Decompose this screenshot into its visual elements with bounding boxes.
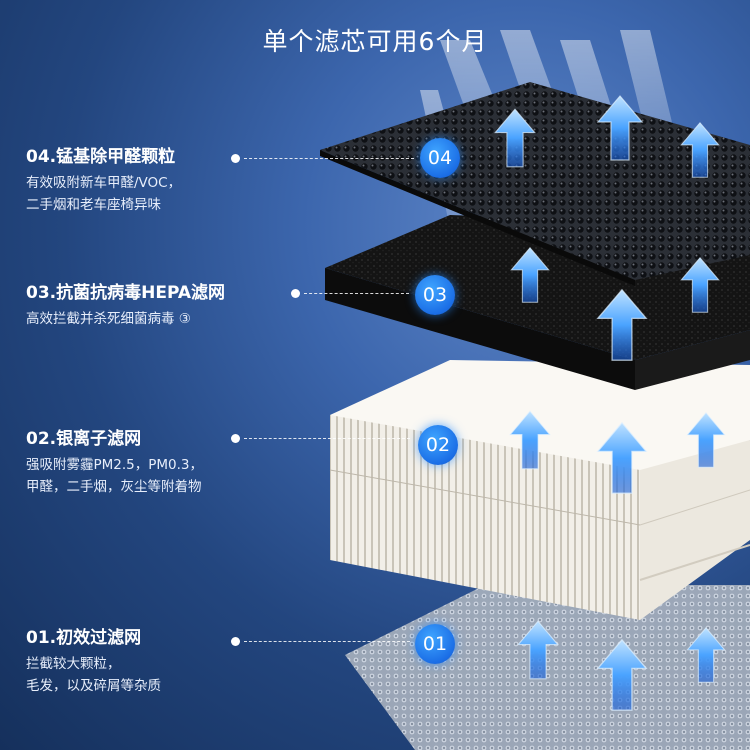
layer-01-info: 01.初效过滤网 拦截较大颗粒， 毛发，以及碎屑等杂质 [26,627,161,697]
layer-04-pellets [320,82,750,286]
layer-03-heading: 03.抗菌抗病毒HEPA滤网 [26,283,226,303]
layer-02-connector [244,438,410,439]
layer-04-dot [231,154,240,163]
layer-02-pleated-block [329,360,750,620]
layer-04-info: 04.锰基除甲醛颗粒 有效吸附新车甲醛/VOC， 二手烟和老车座椅异味 [26,146,181,216]
layer-04-connector [244,158,414,159]
layer-04-heading: 04.锰基除甲醛颗粒 [26,147,176,167]
layer-04-badge: 04 [420,138,460,178]
layer-03-info: 03.抗菌抗病毒HEPA滤网 高效拦截并杀死细菌病毒 ③ [26,282,225,330]
layer-03-dot [291,289,300,298]
layer-02-info: 02.银离子滤网 强吸附雾霾PM2.5，PM0.3， 甲醛，二手烟，灰尘等附着物 [26,428,203,498]
layer-03-connector [304,293,409,294]
layer-02-desc-line-2: 甲醛，二手烟，灰尘等附着物 [26,479,202,495]
layer-02-badge: 02 [418,425,458,465]
layer-01-mesh [345,585,750,750]
layer-01-desc-line-2: 毛发，以及碎屑等杂质 [26,678,161,694]
layer-04-desc-line-2: 二手烟和老车座椅异味 [26,197,161,213]
layer-01-connector [244,641,410,642]
layer-01-badge: 01 [415,624,455,664]
page-title: 单个滤芯可用6个月 [262,27,488,56]
layer-01-dot [231,637,240,646]
layer-04-desc: 有效吸附新车甲醛/VOC， 二手烟和老车座椅异味 [26,172,181,216]
layer-01-heading: 01.初效过滤网 [26,628,142,648]
layer-02-dot [231,434,240,443]
layer-01-desc: 拦截较大颗粒， 毛发，以及碎屑等杂质 [26,653,161,697]
layer-02-desc: 强吸附雾霾PM2.5，PM0.3， 甲醛，二手烟，灰尘等附着物 [26,454,203,498]
layer-03-desc: 高效拦截并杀死细菌病毒 ③ [26,308,225,330]
layer-03-desc-line-1: 高效拦截并杀死细菌病毒 ③ [26,311,191,327]
layer-04-desc-line-1: 有效吸附新车甲醛/VOC， [26,175,182,191]
layer-01-desc-line-1: 拦截较大颗粒， [26,656,121,672]
layer-02-heading: 02.银离子滤网 [26,429,142,449]
layer-02-desc-line-1: 强吸附雾霾PM2.5，PM0.3， [26,457,204,473]
layer-03-badge: 03 [415,275,455,315]
